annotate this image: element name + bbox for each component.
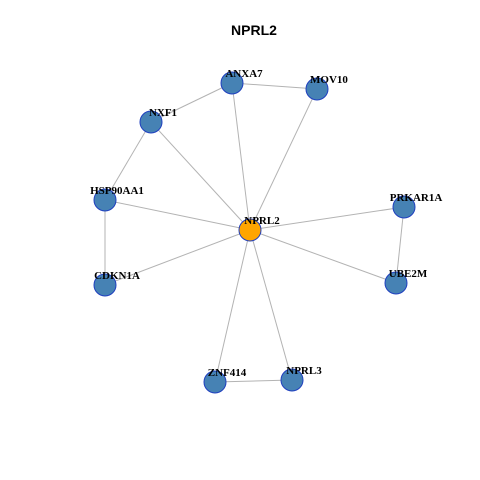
node-nprl2 <box>238 218 262 242</box>
edge-nprl2-hsp90aa1 <box>104 199 251 231</box>
node-label-nprl3: NPRL3 <box>286 365 322 377</box>
edge-nprl2-mov10 <box>249 88 318 231</box>
node-hsp90aa1 <box>93 188 117 212</box>
node-label-nprl2: NPRL2 <box>244 215 280 227</box>
node-mov10 <box>305 77 329 101</box>
node-label-cdkn1a: CDKN1A <box>94 270 140 282</box>
node-prkar1a <box>392 195 416 219</box>
edge-nprl2-nprl3 <box>249 229 293 381</box>
node-cdkn1a <box>93 273 117 297</box>
edge-nprl2-anxa7 <box>231 82 251 231</box>
node-znf414 <box>203 370 227 394</box>
nodes-layer <box>93 71 416 394</box>
edge-nprl2-nxf1 <box>150 121 251 231</box>
edge-znf414-nprl3 <box>214 379 293 383</box>
node-ube2m <box>384 271 408 295</box>
edge-anxa7-mov10 <box>231 82 318 90</box>
edge-nprl2-prkar1a <box>249 206 405 231</box>
edge-nprl2-znf414 <box>214 229 251 383</box>
node-label-anxa7: ANXA7 <box>225 68 263 80</box>
node-nprl3 <box>280 368 304 392</box>
node-anxa7 <box>220 71 244 95</box>
edges-layer <box>104 82 405 383</box>
node-label-nxf1: NXF1 <box>149 107 177 119</box>
node-nxf1 <box>139 110 163 134</box>
edge-nprl2-ube2m <box>249 229 397 284</box>
node-label-prkar1a: PRKAR1A <box>390 192 443 204</box>
node-label-znf414: ZNF414 <box>208 367 247 379</box>
edge-nprl2-cdkn1a <box>104 229 251 286</box>
edge-nxf1-hsp90aa1 <box>104 121 152 201</box>
edge-prkar1a-ube2m <box>395 206 405 284</box>
node-label-mov10: MOV10 <box>310 74 348 86</box>
diagram-title: NPRL2 <box>231 22 277 38</box>
node-label-hsp90aa1: HSP90AA1 <box>90 185 144 197</box>
node-label-ube2m: UBE2M <box>389 268 428 280</box>
edge-anxa7-nxf1 <box>150 82 233 123</box>
